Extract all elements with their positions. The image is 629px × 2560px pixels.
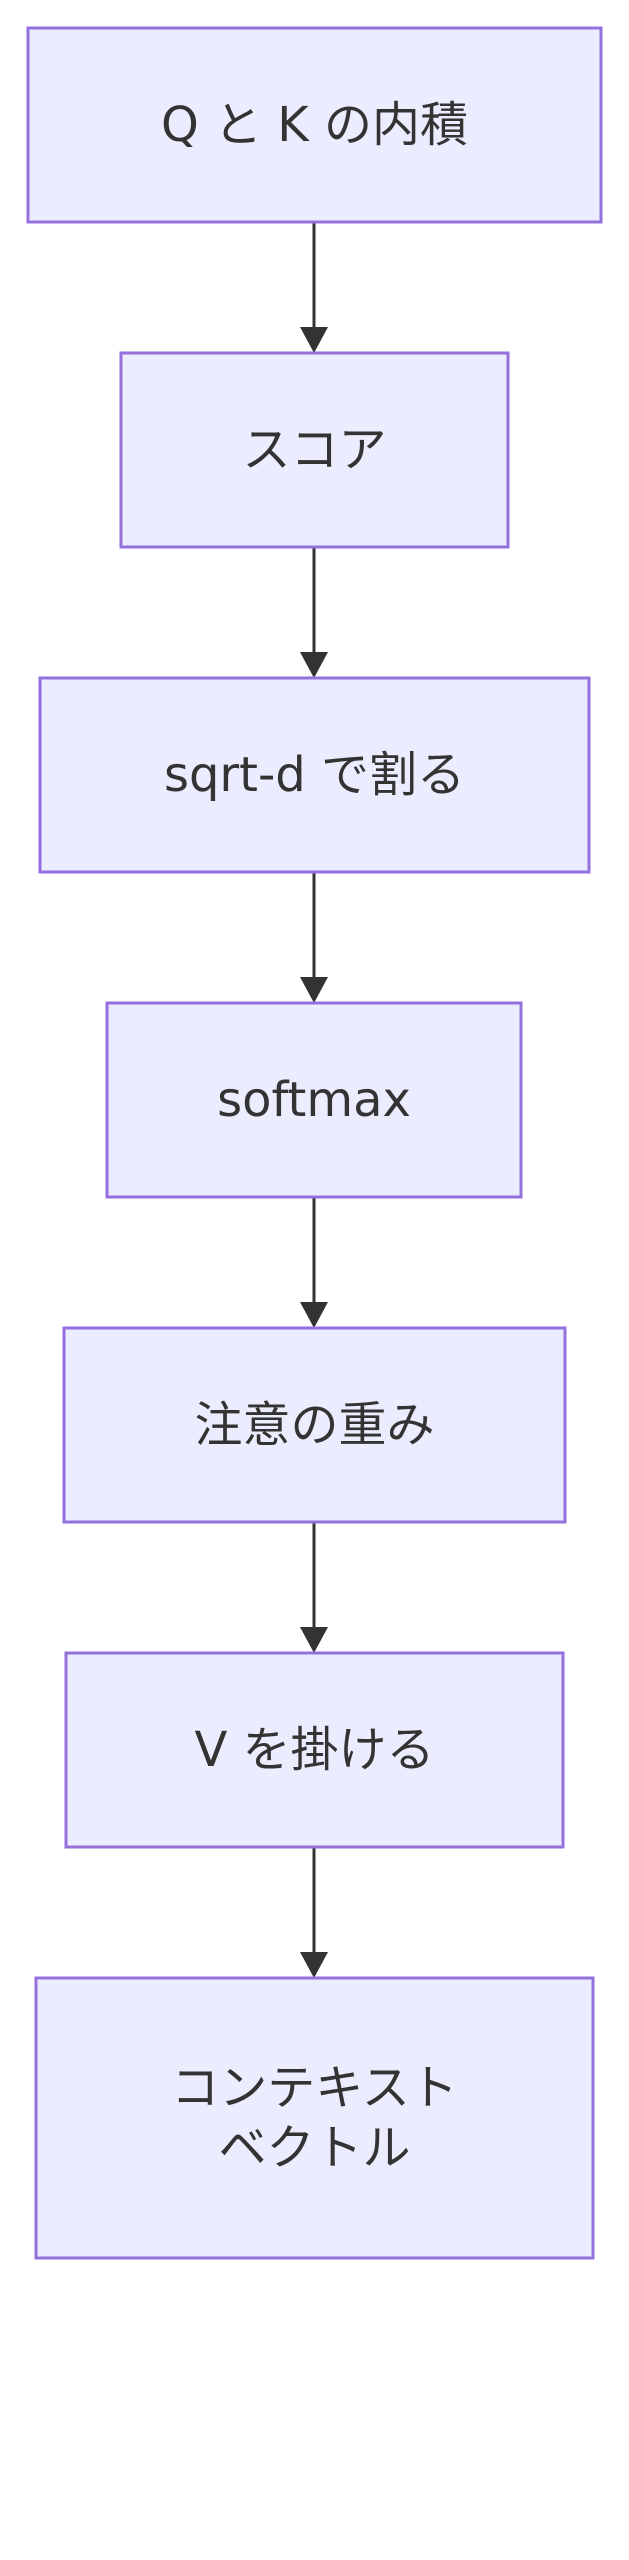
flow-node-score: スコア xyxy=(119,351,510,549)
node-box xyxy=(34,1976,595,2260)
node-box xyxy=(38,676,591,874)
node-box xyxy=(105,1001,523,1199)
node-label: ベクトル xyxy=(218,2120,410,2176)
node-label: V を掛ける xyxy=(194,1722,434,1778)
flow-edge-score-to-scale xyxy=(300,547,328,678)
flow-edge-scale-to-softmax xyxy=(300,872,328,1003)
node-label: sqrt-d で割る xyxy=(164,747,465,803)
node-box xyxy=(119,351,510,549)
flow-node-weights: 注意の重み xyxy=(62,1326,567,1524)
node-label: Q と K の内積 xyxy=(161,97,468,153)
arrowhead-icon xyxy=(300,1952,328,1978)
flow-edge-weights-to-mulv xyxy=(300,1522,328,1653)
node-box xyxy=(64,1651,565,1849)
arrowhead-icon xyxy=(300,1302,328,1328)
flow-node-mulv: V を掛ける xyxy=(64,1651,565,1849)
node-box xyxy=(62,1326,567,1524)
arrowhead-icon xyxy=(300,327,328,353)
arrowhead-icon xyxy=(300,652,328,678)
flow-node-scale: sqrt-d で割る xyxy=(38,676,591,874)
node-box xyxy=(26,26,603,224)
flow-node-softmax: softmax xyxy=(105,1001,523,1199)
node-label: 注意の重み xyxy=(194,1397,434,1453)
edges-layer xyxy=(300,222,328,1978)
flow-edge-softmax-to-weights xyxy=(300,1197,328,1328)
node-label: softmax xyxy=(217,1072,411,1128)
flow-edge-mulv-to-context xyxy=(300,1847,328,1978)
node-label: コンテキスト xyxy=(171,2060,458,2116)
node-label: スコア xyxy=(242,422,386,478)
arrowhead-icon xyxy=(300,977,328,1003)
flow-node-qk: Q と K の内積 xyxy=(26,26,603,224)
arrowhead-icon xyxy=(300,1627,328,1653)
flow-edge-qk-to-score xyxy=(300,222,328,353)
